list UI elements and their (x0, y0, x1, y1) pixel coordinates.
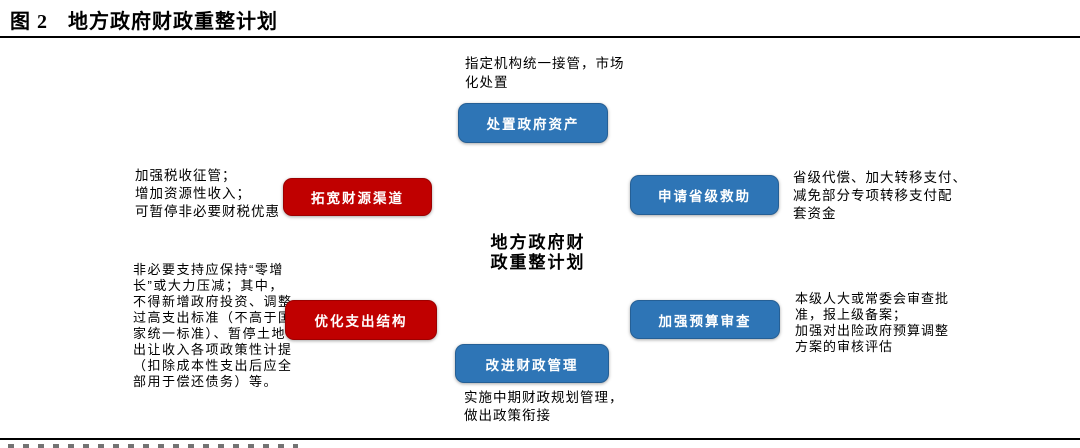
note-dispose-assets: 指定机构统一接管，市场 化处置 (465, 56, 625, 90)
node-improve-management: 改进财政管理 (455, 344, 609, 383)
node-improve-management-label: 改进财政管理 (485, 357, 579, 373)
note-broaden-revenue: 加强税收征管； 增加资源性收入； 可暂停非必要财税优惠 (135, 168, 280, 219)
node-broaden-revenue-label: 拓宽财源渠道 (311, 191, 404, 206)
node-dispose-assets-label: 处置政府资产 (486, 117, 580, 132)
node-budget-review: 加强预算审查 (630, 300, 780, 339)
node-provincial-aid: 申请省级救助 (630, 175, 779, 215)
note-budget-review: 本级人大或常委会审查批 准，报上级备案； 加强对出险政府预算调整 方案的审核评估 (795, 291, 950, 354)
note-provincial-aid: 省级代偿、加大转移支付、 减免部分专项转移支付配 套资金 (793, 170, 967, 221)
node-dispose-assets: 处置政府资产 (458, 103, 608, 143)
note-improve-management: 实施中期财政规划管理， 做出政策衔接 (464, 390, 624, 423)
diagram-center-title: 地方政府财 政重整计划 (490, 233, 586, 272)
clipped-source-text-fragment (8, 444, 298, 448)
node-broaden-revenue: 拓宽财源渠道 (283, 178, 432, 216)
node-provincial-aid-label: 申请省级救助 (658, 189, 751, 204)
node-budget-review-label: 加强预算审查 (658, 313, 752, 329)
figure-header: 图 2 地方政府财政重整计划 (10, 5, 278, 34)
node-optimize-expenditure: 优化支出结构 (285, 300, 437, 340)
figure-title: 地方政府财政重整计划 (68, 11, 278, 33)
figure-label: 图 2 (10, 11, 48, 33)
footer-divider-line (0, 438, 1080, 440)
node-optimize-expenditure-label: 优化支出结构 (314, 314, 408, 329)
note-optimize-expenditure: 非必要支持应保持“零增 长”或大力压减；其中， 不得新增政府投资、调整 过高支出… (133, 262, 293, 389)
header-divider-line (0, 36, 1080, 38)
